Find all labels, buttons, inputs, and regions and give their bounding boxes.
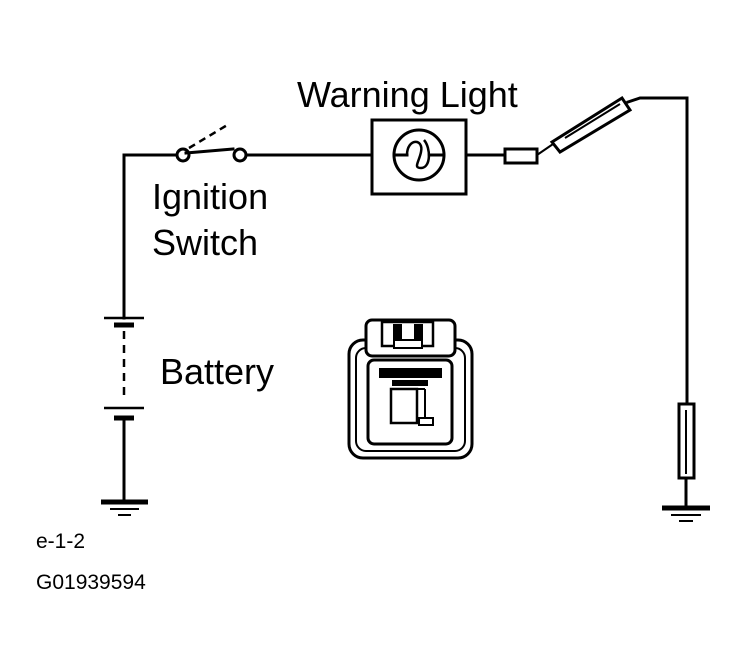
graphic-id: G01939594 [36,571,146,594]
ignition-label-line1: Ignition [152,176,268,217]
figure-reference: e-1-2 [36,530,85,553]
connector-face-icon [347,318,474,460]
connector-terminal [503,147,539,165]
ignition-switch [175,122,248,163]
test-probe-upper [536,95,689,406]
battery-label: Battery [160,351,274,392]
test-probe-lower [677,402,696,502]
warning-light-label: Warning Light [297,74,518,115]
ground-symbol-right [662,498,710,522]
ignition-label-line2: Switch [152,222,258,263]
warning-light-lamp [370,118,468,196]
ground-symbol-left [101,499,148,516]
left-wire [122,153,179,312]
battery-symbol [104,308,144,504]
